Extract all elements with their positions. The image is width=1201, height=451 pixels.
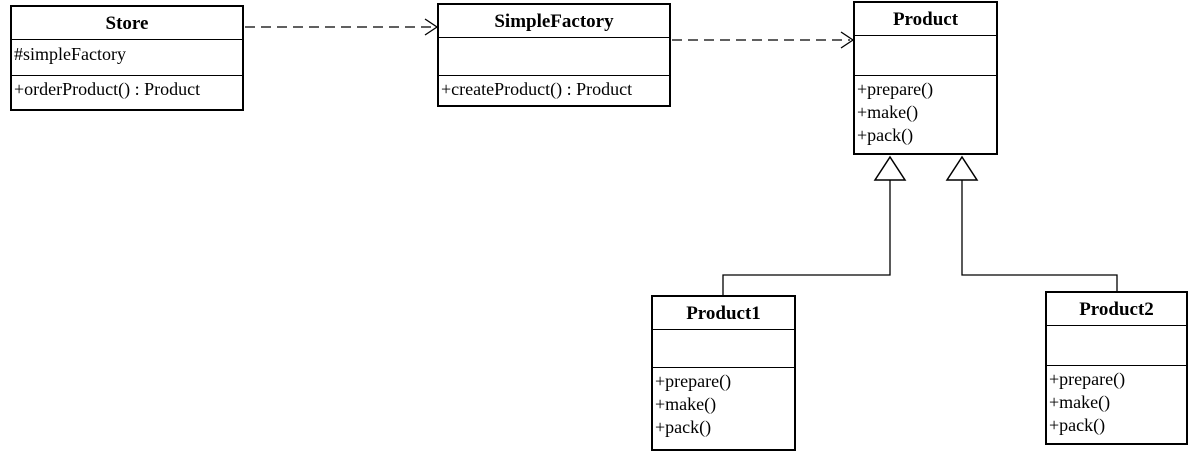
class-operations: +orderProduct() : Product xyxy=(12,76,242,103)
class-product1: Product1 +prepare() +make() +pack() xyxy=(651,295,796,451)
class-store: Store #simpleFactory +orderProduct() : P… xyxy=(10,5,244,111)
operation: +prepare() xyxy=(1049,369,1126,389)
class-operations: +prepare() +make() +pack() xyxy=(653,368,794,441)
class-attributes: #simpleFactory xyxy=(12,40,242,76)
class-name: Store xyxy=(12,7,242,40)
class-simple-factory: SimpleFactory +createProduct() : Product xyxy=(437,3,671,107)
operation: +prepare() xyxy=(857,79,934,99)
class-operations: +prepare() +make() +pack() xyxy=(855,76,996,149)
class-product: Product +prepare() +make() +pack() xyxy=(853,1,998,155)
generalization-triangle-product2 xyxy=(945,155,979,181)
class-product2: Product2 +prepare() +make() +pack() xyxy=(1045,291,1188,445)
generalization-triangle-product1 xyxy=(873,155,907,181)
operation: +pack() xyxy=(857,125,914,145)
operation: +pack() xyxy=(1049,415,1106,435)
dependency-arrowhead-product xyxy=(840,31,855,49)
class-attributes xyxy=(1047,326,1186,366)
operation: +createProduct() : Product xyxy=(441,79,633,99)
operation: +prepare() xyxy=(655,371,732,391)
class-operations: +createProduct() : Product xyxy=(439,76,669,103)
class-attributes xyxy=(855,36,996,76)
class-name: Product xyxy=(855,3,996,36)
class-operations: +prepare() +make() +pack() xyxy=(1047,366,1186,439)
class-attributes xyxy=(439,38,669,76)
class-name: Product1 xyxy=(653,297,794,330)
class-name: SimpleFactory xyxy=(439,5,669,38)
operation: +make() xyxy=(857,102,919,122)
operation: +make() xyxy=(655,394,717,414)
generalization-line-product1 xyxy=(722,180,891,295)
operation: +orderProduct() : Product xyxy=(14,79,201,99)
operation: +pack() xyxy=(655,417,712,437)
generalization-line-product2 xyxy=(961,180,1118,291)
operation: +make() xyxy=(1049,392,1111,412)
attribute: #simpleFactory xyxy=(14,44,126,64)
class-attributes xyxy=(653,330,794,368)
class-name: Product2 xyxy=(1047,293,1186,326)
